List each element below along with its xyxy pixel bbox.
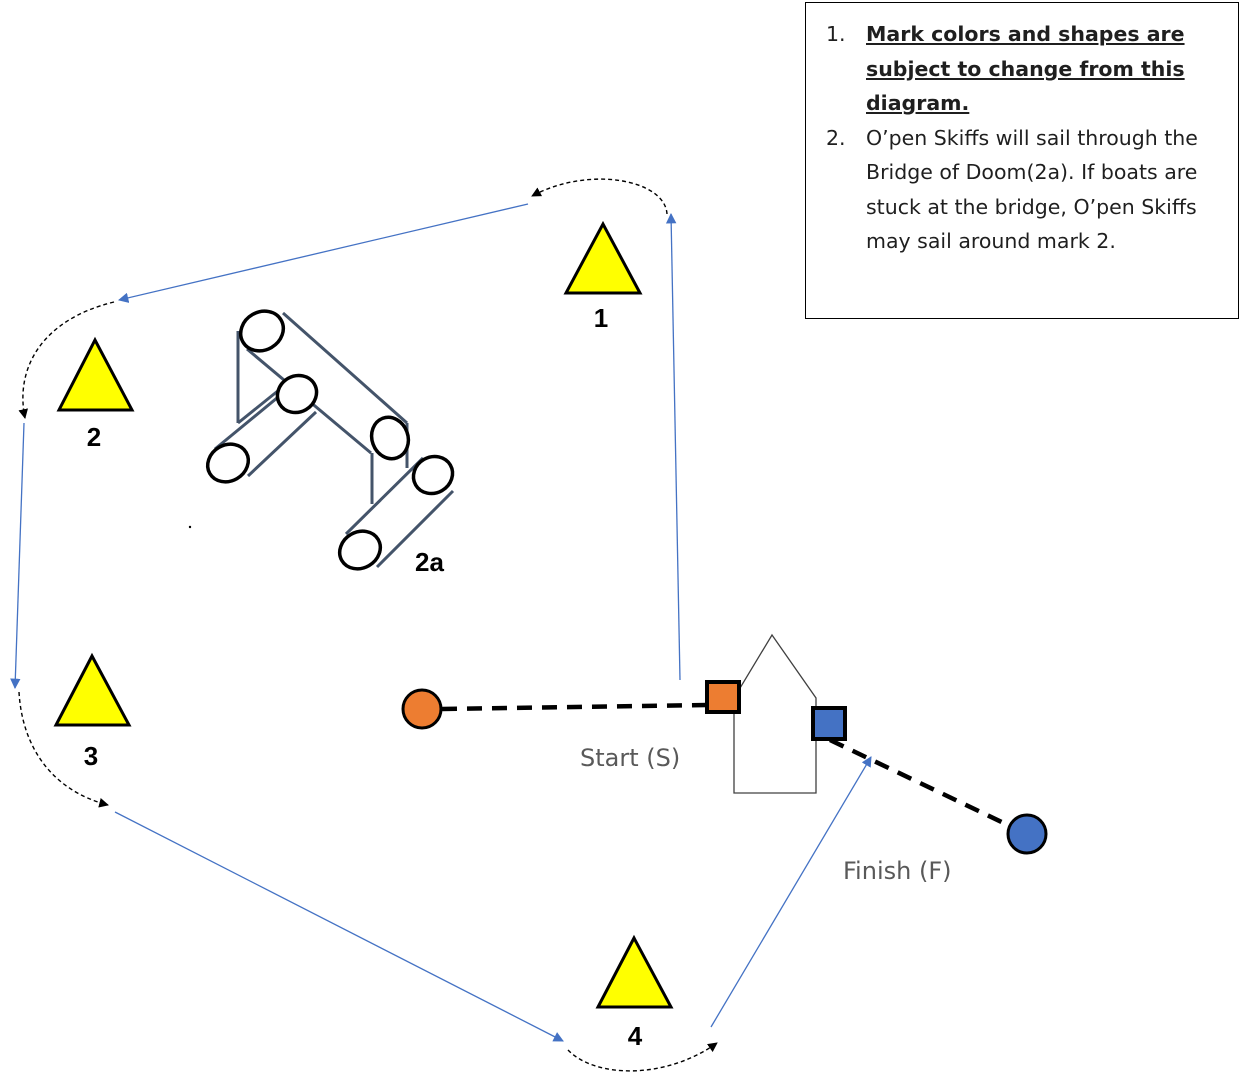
leg-mark-2-to-mark-3 [10,422,25,690]
start-line [441,702,709,712]
start-label: Start (S) [580,744,680,772]
course-legs [10,203,872,1042]
piling [337,529,383,571]
notes-list: 1. Mark colors and shapes are subject to… [806,3,1238,259]
leg-mark-4-to-finish [710,756,872,1028]
rounding-arrow-mark-1 [531,178,668,215]
rounding-arrow-mark-4 [567,1042,718,1072]
rounding-arrow-mark-2 [18,301,115,419]
bridge-struts [214,311,455,569]
mark-2-label: 2 [87,422,101,452]
piling [238,309,286,353]
mark-4-triangle [595,934,674,1009]
finish-line [829,737,1011,829]
mark-3: 3 [53,652,132,771]
mark-2: 2 [56,336,135,452]
note-text: Mark colors and shapes are subject to ch… [866,22,1185,115]
notes-box: 1. Mark colors and shapes are subject to… [805,2,1239,319]
mark-3-triangle [53,652,132,727]
finish-boat-flag [811,706,847,741]
mark-1-triangle [563,220,643,295]
mark-4: 4 [595,934,674,1051]
stray-dot [188,525,192,529]
bridge-pilings [205,309,455,571]
mark-2-triangle [56,336,135,412]
note-number: 1. [826,22,846,46]
finish-line-group [811,706,1048,855]
bridge-of-doom: 2a [188,309,455,577]
finish-label: Finish (F) [843,857,951,885]
mark-4-label: 4 [628,1021,643,1051]
bridge-label: 2a [415,547,444,577]
note-number: 2. [826,125,846,150]
piling [411,454,455,496]
note-text: O’pen Skiffs will sail through the Bridg… [866,125,1198,254]
leg-mark-3-to-mark-4 [114,811,564,1042]
leg-start-to-mark-1 [665,212,681,681]
mark-1: 1 [563,220,643,333]
rounding-arrow-mark-3 [18,691,109,808]
mark-3-label: 3 [84,741,98,771]
piling [205,442,251,484]
mark-1-label: 1 [594,303,608,333]
piling [369,415,411,461]
note-1: 1. Mark colors and shapes are subject to… [806,17,1228,121]
start-line-group [401,680,741,730]
start-pin-buoy [401,688,443,730]
finish-pin-buoy [1006,813,1048,855]
start-boat-flag [705,680,741,714]
rounding-arrows [18,178,718,1072]
note-2: 2. O’pen Skiffs will sail through the Br… [806,121,1228,259]
committee-boat [733,633,817,794]
leg-mark-1-to-mark-2 [117,203,529,303]
piling [275,373,319,415]
